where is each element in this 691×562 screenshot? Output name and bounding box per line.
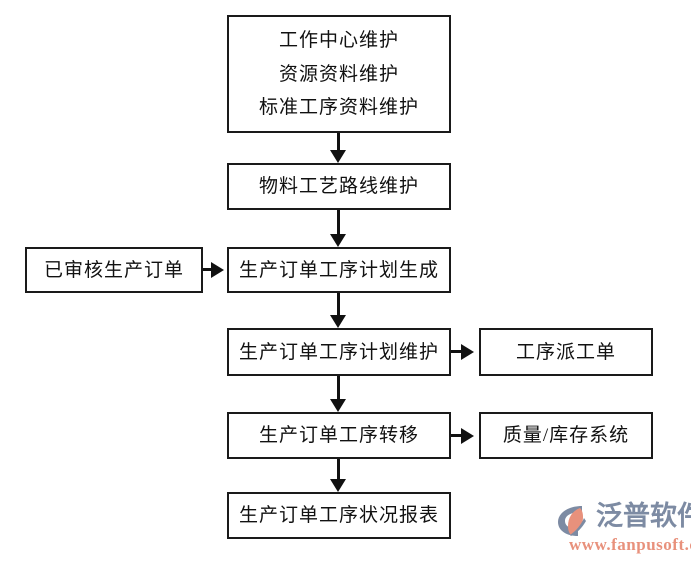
connector-maintain-to-transfer [337,376,340,399]
arrow-right-icon-maintain-to-dispatch [461,344,474,360]
node-material-routing[interactable]: 物料工艺路线维护 [227,163,451,210]
node-order-status-report[interactable]: 生产订单工序状况报表 [227,492,451,539]
arrow-down-icon-maintain-to-transfer [330,399,346,412]
node-quality-inventory[interactable]: 质量/库存系统 [479,412,653,459]
node-order-transfer-label: 生产订单工序转移 [258,425,419,446]
watermark-url-text: www.fanpusoft.com [569,535,691,554]
arrow-down-icon-generate-to-maintain [330,315,346,328]
arrow-down-icon-master-to-routing [330,150,346,163]
fanpu-logo-icon [558,506,586,536]
node-quality-inventory-label: 质量/库存系统 [502,425,630,446]
node-order-plan-maintain[interactable]: 生产订单工序计划维护 [227,328,451,376]
node-dispatch-note[interactable]: 工序派工单 [479,328,653,376]
node-material-routing-label: 物料工艺路线维护 [258,176,419,197]
connector-transfer-to-report [337,459,340,479]
connector-routing-to-generate [337,210,340,234]
node-approved-order-label: 已审核生产订单 [43,259,184,281]
watermark-logo: 泛普软件 www.fanpusoft.com [556,500,691,556]
node-master-data-line-2: 资源资料维护 [278,63,399,85]
arrow-right-icon-transfer-to-qms [461,428,474,444]
node-order-status-report-label: 生产订单工序状况报表 [238,505,439,526]
watermark-brand-text: 泛普软件 [596,501,691,532]
node-order-plan-generate[interactable]: 生产订单工序计划生成 [227,247,451,293]
node-approved-order[interactable]: 已审核生产订单 [25,247,203,293]
arrow-down-icon-transfer-to-report [330,479,346,492]
node-order-plan-maintain-label: 生产订单工序计划维护 [238,341,439,363]
connector-transfer-to-qms [451,434,468,437]
connector-maintain-to-dispatch [451,350,468,353]
node-master-data-line-3: 标准工序资料维护 [258,97,419,119]
arrow-right-icon-approved-to-generate [211,262,224,278]
node-master-data-line-1: 工作中心维护 [278,29,399,51]
node-order-plan-generate-label: 生产订单工序计划生成 [238,259,439,281]
node-dispatch-note-label: 工序派工单 [515,341,616,363]
arrow-down-icon-routing-to-generate [330,234,346,247]
connector-generate-to-maintain [337,293,340,315]
node-order-transfer[interactable]: 生产订单工序转移 [227,412,451,459]
connector-master-to-routing [337,133,340,153]
node-master-data[interactable]: 工作中心维护 资源资料维护 标准工序资料维护 [227,15,451,133]
